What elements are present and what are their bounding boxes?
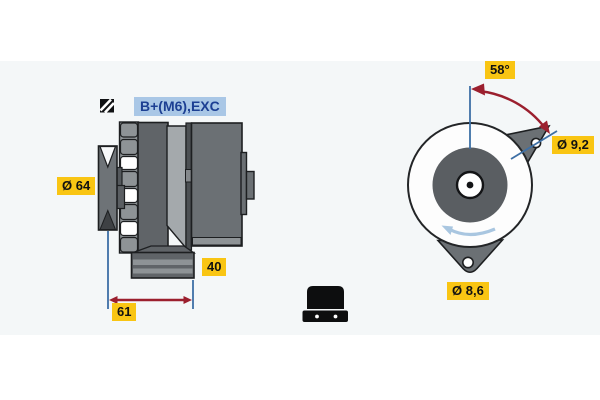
upper-hole-diameter-label: Ø 9,2: [552, 136, 594, 155]
rotation-direction-arrow: [441, 225, 496, 237]
mount-spacing-label: 61: [112, 303, 137, 322]
mount-width-label: 40: [202, 258, 227, 277]
alternator-rear-view: [407, 83, 558, 274]
terminal-label: B+(M6),EXC: [134, 97, 226, 116]
dimension-lines-side: [107, 231, 194, 309]
pulley-diameter-label: Ø 64: [57, 177, 96, 196]
shaft-center-dot: [466, 181, 474, 189]
angle-reference-lines: [469, 86, 558, 160]
lower-ear-hole: [461, 256, 474, 269]
rear-housing: [407, 122, 533, 248]
lower-hole-diameter-label: Ø 8,6: [447, 282, 489, 301]
swivel-angle-label: 58°: [485, 61, 515, 80]
pulley: [97, 145, 118, 231]
terminal-tabs: [240, 151, 255, 216]
lower-mounting-ear: [436, 239, 505, 274]
alternator-side-view: [97, 98, 255, 309]
hatched-square-icon: [99, 98, 115, 114]
alternator-body: [137, 121, 243, 252]
angle-sweep-arrow: [471, 83, 550, 134]
mounting-foot: [130, 245, 197, 279]
connector-plug-icon: [302, 286, 348, 322]
